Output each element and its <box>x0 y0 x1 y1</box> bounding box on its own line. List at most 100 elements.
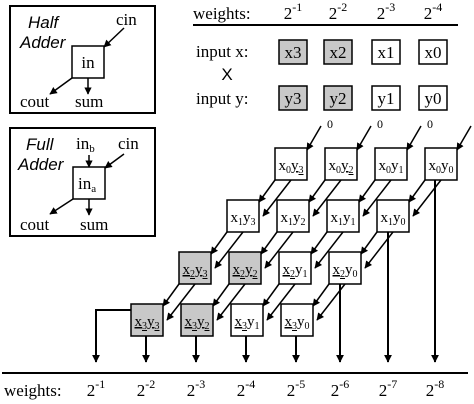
adder-cell-0-1: x0y2 <box>324 147 358 181</box>
adder-cell-box <box>178 251 212 285</box>
sum-wire-0-0 <box>262 179 292 217</box>
adder-cell-label: x0y3 <box>279 158 304 176</box>
adder-cell-box <box>326 199 360 233</box>
y-cell-label-0: y3 <box>285 89 302 108</box>
input-weight-4: 2-4 <box>424 0 443 23</box>
adder-cell-3-1: x3y2 <box>180 303 214 337</box>
adder-cell-label: x3y2 <box>185 314 210 332</box>
x-cell-label-2: x1 <box>378 43 395 62</box>
x-cell-box-2 <box>371 39 401 65</box>
input-weight-1: 2-1 <box>284 0 303 23</box>
sum-wire-1-0 <box>214 231 244 269</box>
sum-wire-2-0 <box>166 283 196 321</box>
y-cell-box-2 <box>371 85 401 111</box>
adder-cell-box <box>280 303 314 337</box>
output-weight-2: 2-2 <box>137 377 156 400</box>
full-adder-title-line2: Adder <box>17 155 65 174</box>
adder-cell-1-0: x1y3 <box>226 199 260 233</box>
sum-wire-1-2 <box>314 231 344 269</box>
adder-cell-label: x0y1 <box>379 158 404 176</box>
full-adder-legend: Full Adder inb cin ina cout sum <box>9 127 156 237</box>
input-weight-2: 2-2 <box>329 0 348 23</box>
x-cell-label-1: x2 <box>330 43 347 62</box>
adder-cell-1-1: x1y2 <box>276 199 310 233</box>
carry-wire-1-1 <box>260 231 278 255</box>
adder-cell-label: x3y3 <box>135 314 160 332</box>
times-symbol: X <box>221 65 232 84</box>
adder-cell-1-2: x1y1 <box>326 199 360 233</box>
input-y-label: input y: <box>196 89 248 108</box>
carry-in-zero-wire-1 <box>356 125 372 151</box>
output-arrow-1 <box>92 309 131 363</box>
y-cell-box-1 <box>323 85 353 111</box>
adder-cell-box <box>278 251 312 285</box>
adder-cell-label: x0y0 <box>429 158 454 176</box>
carry-wire-0-3 <box>408 179 426 203</box>
input-weight-3: 2-3 <box>377 0 396 23</box>
sum-wire-0-1 <box>312 179 342 217</box>
carry-wire-0-0 <box>258 179 276 203</box>
carry-in-zero-wire-2 <box>406 125 422 151</box>
adder-cell-box <box>424 147 458 181</box>
y-cell-box-3 <box>418 85 448 111</box>
carry-in-zero-wire-0 <box>306 125 322 151</box>
adder-cell-label: x0y2 <box>329 158 354 176</box>
y-cell-label-2: y1 <box>378 89 395 108</box>
output-weights-label: weights: <box>4 381 62 400</box>
adder-cell-box <box>226 199 260 233</box>
adder-cell-box <box>328 251 362 285</box>
full-adder-inb-label: inb <box>76 134 95 155</box>
carry-wire-0-2 <box>358 179 376 203</box>
sum-wire-0-3 <box>412 179 442 217</box>
adder-cell-3-2: x3y1 <box>230 303 264 337</box>
adder-cell-0-0: x0y3 <box>274 147 308 181</box>
adder-cell-box <box>230 303 264 337</box>
half-adder-in-label: in <box>81 53 95 72</box>
adder-cell-label: x2y1 <box>283 262 308 280</box>
output-weight-5: 2-5 <box>287 377 306 400</box>
half-adder-frame <box>9 5 156 114</box>
carry-wire-2-1 <box>212 283 230 307</box>
input-x-label: input x: <box>196 42 248 61</box>
adder-cell-box <box>228 251 262 285</box>
half-adder-sum-label: sum <box>75 92 103 111</box>
full-adder-cin-arrow <box>104 153 125 169</box>
output-weight-7: 2-7 <box>379 377 398 400</box>
output-weight-6: 2-6 <box>331 377 350 400</box>
adder-cell-label: x1y0 <box>381 210 406 228</box>
adder-cell-label: x2y0 <box>333 262 358 280</box>
y-cell-box-0 <box>278 85 308 111</box>
adder-cell-0-3: x0y0 <box>424 147 458 181</box>
carry-in-zero-label-0: 0 <box>327 117 333 131</box>
carry-wire-1-2 <box>310 231 328 255</box>
output-weight-1: 2-1 <box>87 377 106 400</box>
adder-cell-box <box>276 199 310 233</box>
output-weight-4: 2-4 <box>237 377 256 400</box>
sum-wire-2-1 <box>216 283 246 321</box>
adder-cell-box <box>274 147 308 181</box>
full-adder-cout-arrow <box>49 198 74 215</box>
sum-wire-0-2 <box>362 179 392 217</box>
carry-wire-1-0 <box>210 231 228 255</box>
adder-cell-3-0: x3y3 <box>130 303 164 337</box>
adder-cell-label: x3y1 <box>235 314 260 332</box>
x-cell-label-3: x0 <box>425 43 442 62</box>
full-adder-title-line1: Full <box>26 135 55 154</box>
adder-cell-1-3: x1y0 <box>376 199 410 233</box>
adder-cell-label: x3y0 <box>285 314 310 332</box>
output-weight-3: 2-3 <box>187 377 206 400</box>
adder-cell-label: x2y2 <box>233 262 258 280</box>
adder-cell-0-2: x0y1 <box>374 147 408 181</box>
sum-wire-2-2 <box>266 283 296 321</box>
y-cell-label-1: y2 <box>330 89 347 108</box>
half-adder-title-line2: Adder <box>19 33 67 52</box>
full-adder-frame <box>9 127 156 237</box>
full-adder-ina-label: ina <box>78 174 96 195</box>
adder-cell-2-2: x2y1 <box>278 251 312 285</box>
half-adder-cout-label: cout <box>20 92 50 111</box>
adder-cell-2-1: x2y2 <box>228 251 262 285</box>
adder-cell-3-3: x3y0 <box>280 303 314 337</box>
x-cell-box-0 <box>278 39 308 65</box>
full-adder-cout-label: cout <box>20 215 50 234</box>
